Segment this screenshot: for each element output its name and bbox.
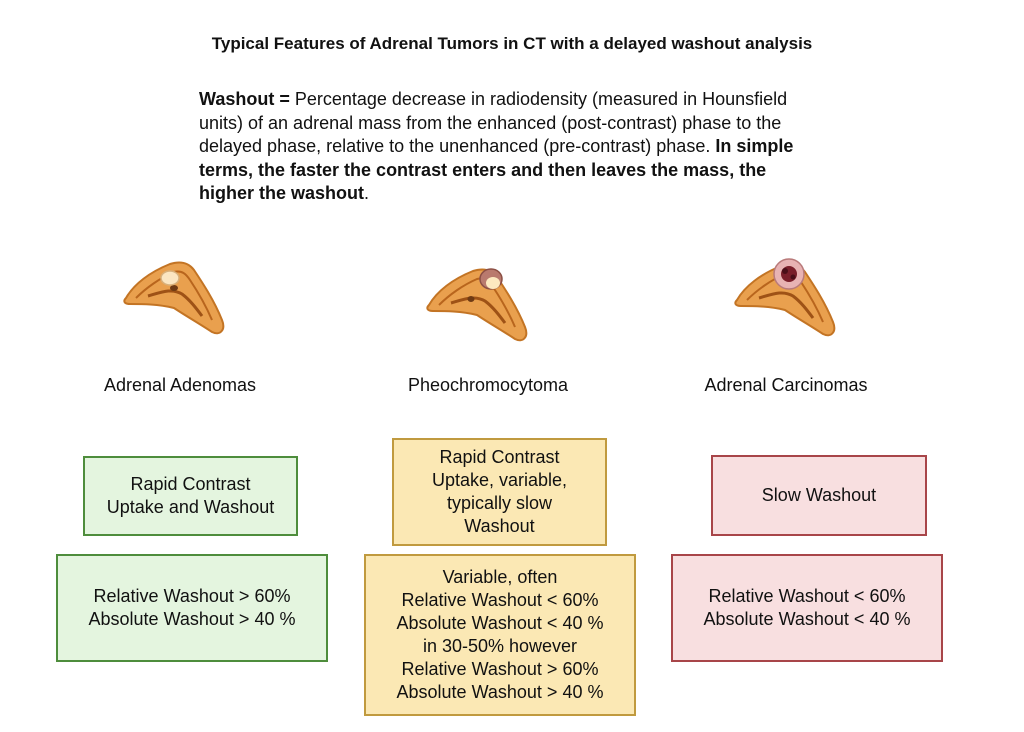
adenoma-value-line: Relative Washout > 60% [93, 586, 291, 606]
adenoma-values-box: Relative Washout > 60% Absolute Washout … [56, 554, 328, 662]
pheo-uptake-line: Washout [464, 516, 535, 536]
pheo-value-line: Relative Washout < 60% [401, 590, 599, 610]
adrenal-carcinoma-icon [734, 258, 836, 337]
pheo-uptake-box: Rapid Contrast Uptake, variable, typical… [392, 438, 607, 546]
pheo-uptake-line: typically slow [446, 493, 552, 513]
adenoma-value-line: Absolute Washout > 40 % [88, 609, 296, 629]
definition-text: Percentage decrease in radiodensity (mea… [199, 89, 788, 156]
definition-emphasis: In simple terms, the faster the contrast… [199, 136, 794, 203]
label-adrenal-adenomas: Adrenal Adenomas [103, 375, 257, 395]
pheo-uptake-line: Uptake, variable, [431, 470, 568, 490]
pheo-value-line: Absolute Washout > 40 % [396, 682, 604, 702]
carcinoma-values-box: Relative Washout < 60% Absolute Washout … [671, 554, 943, 662]
adenoma-uptake-line: Rapid Contrast [130, 474, 251, 494]
definition-end: . [364, 183, 370, 203]
page-title: Typical Features of Adrenal Tumors in CT… [211, 34, 813, 53]
label-adrenal-carcinomas: Adrenal Carcinomas [704, 375, 868, 395]
pheo-value-line: Absolute Washout < 40 % [396, 613, 604, 633]
carcinoma-value-line: Absolute Washout < 40 % [703, 609, 911, 629]
adenoma-uptake-box: Rapid Contrast Uptake and Washout [83, 456, 298, 536]
pheo-value-line: Relative Washout > 60% [401, 659, 599, 679]
pheo-uptake-line: Rapid Contrast [439, 447, 560, 467]
carcinoma-value-line: Relative Washout < 60% [708, 586, 906, 606]
adrenal-adenoma-icon [123, 261, 225, 335]
label-pheochromocytoma: Pheochromocytoma [407, 375, 569, 395]
adenoma-uptake-line: Uptake and Washout [106, 497, 275, 517]
pheo-values-box: Variable, often Relative Washout < 60% A… [364, 554, 636, 716]
adrenal-pheochromocytoma-icon [426, 268, 528, 342]
definition-term: Washout = [199, 89, 290, 109]
washout-definition: Washout = Percentage decrease in radiode… [199, 88, 819, 206]
carcinoma-uptake-line: Slow Washout [761, 485, 877, 505]
pheo-value-line: Variable, often [442, 567, 558, 587]
carcinoma-uptake-box: Slow Washout [711, 455, 927, 536]
pheo-value-line: in 30-50% however [422, 636, 578, 656]
